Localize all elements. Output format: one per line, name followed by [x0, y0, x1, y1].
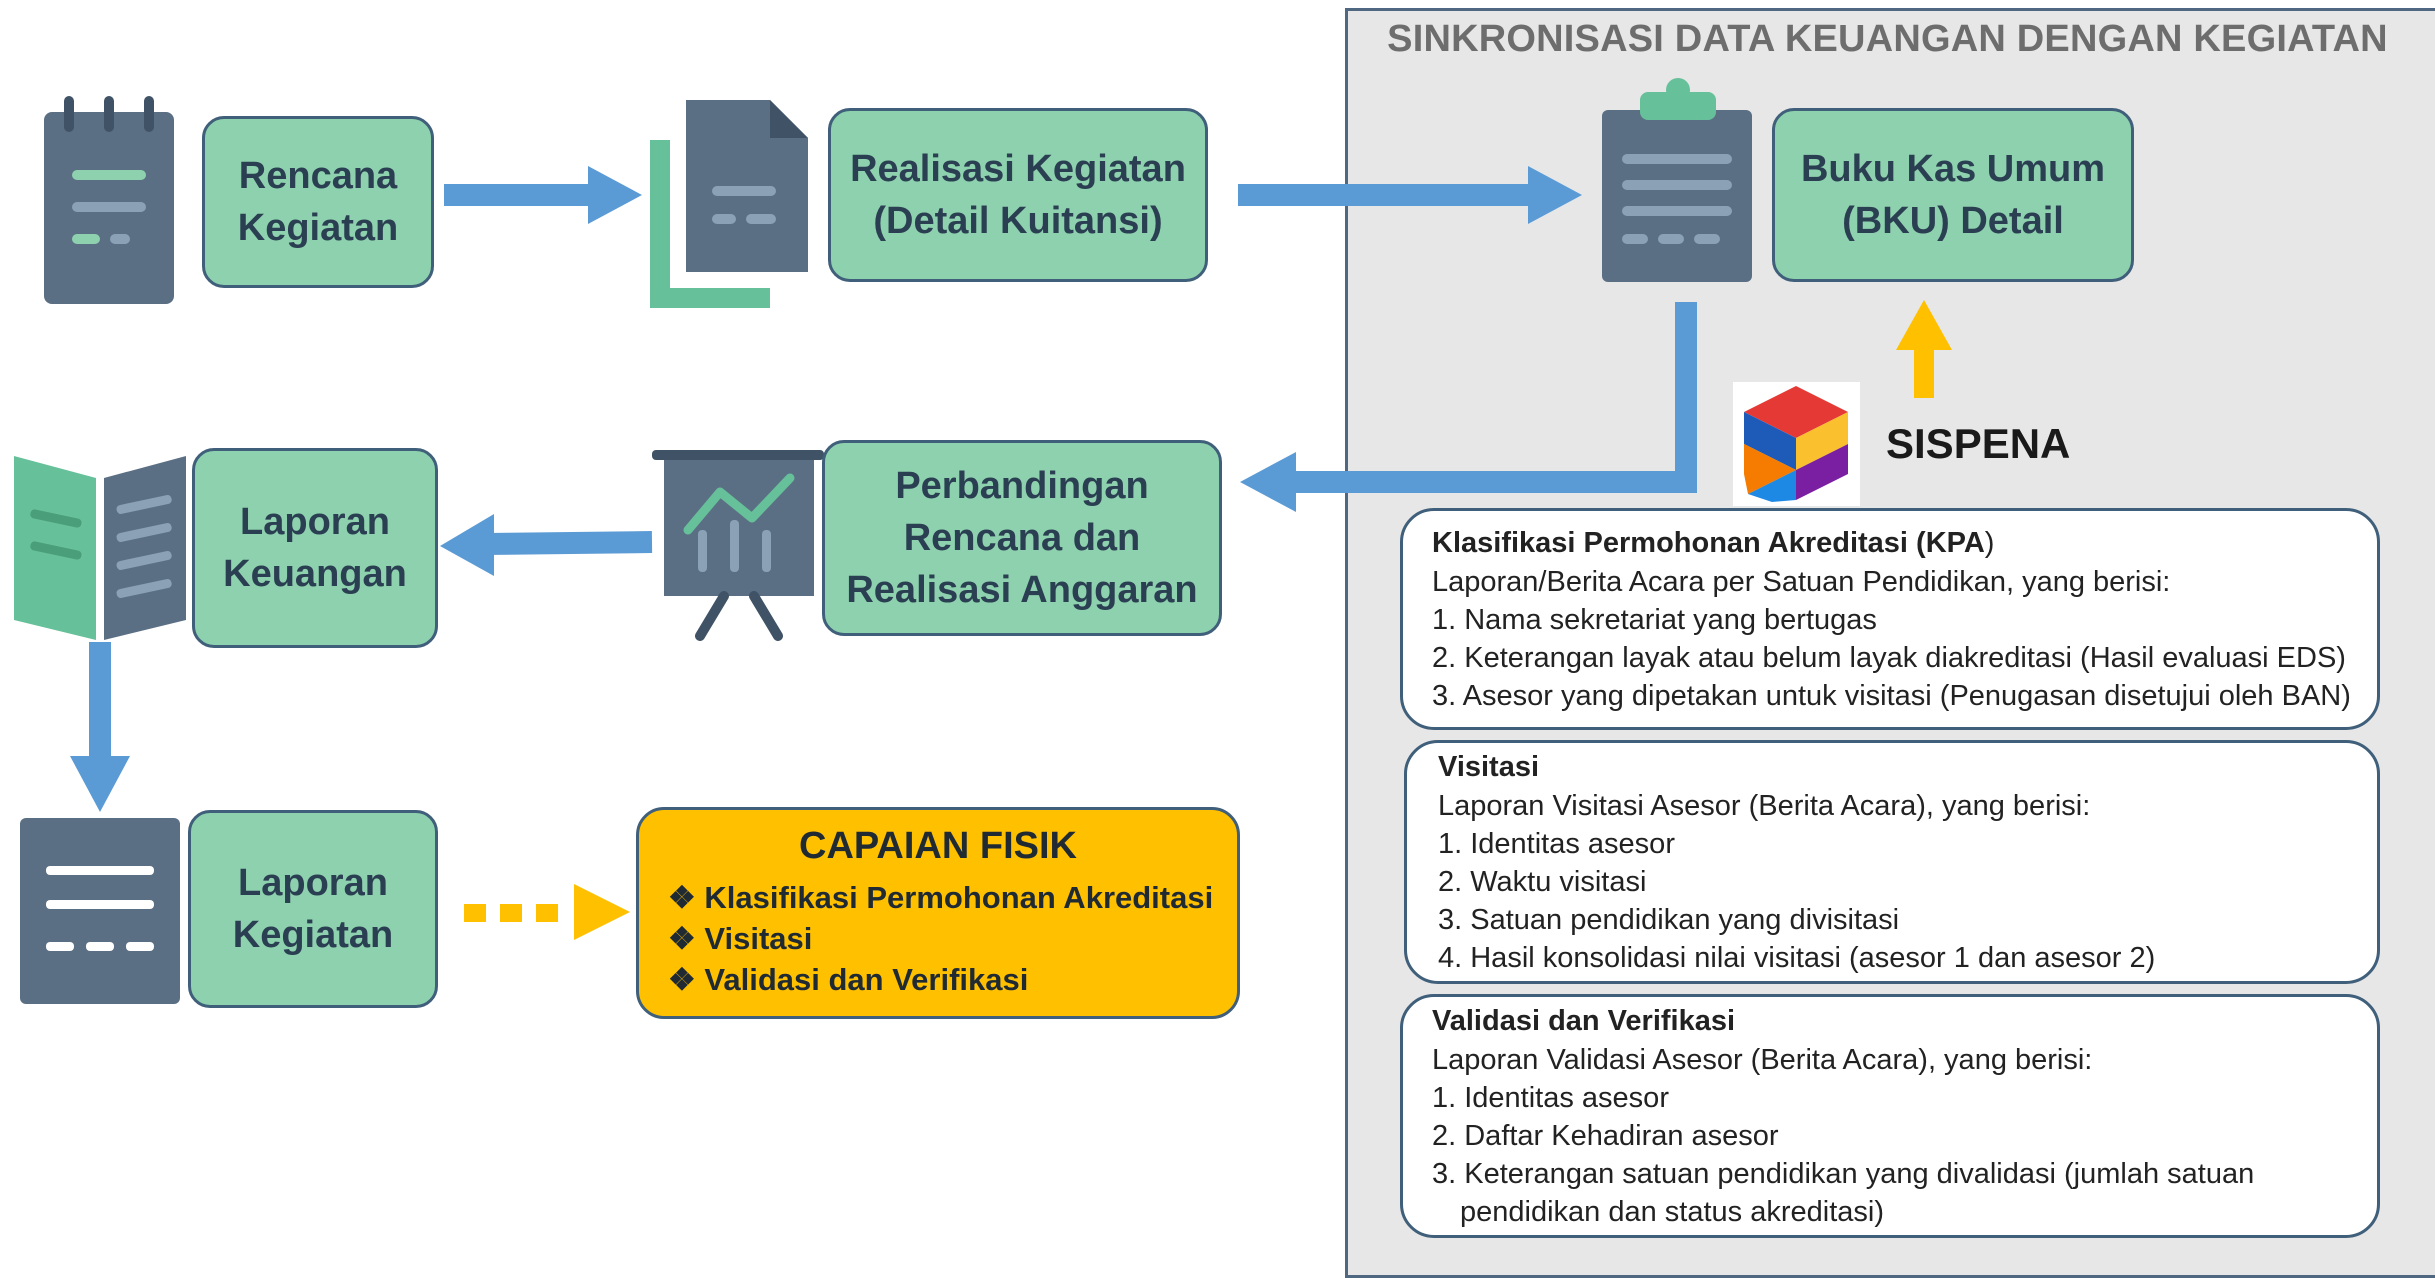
validasi-item: 2. Daftar Kehadiran asesor — [1432, 1120, 1779, 1152]
validasi-title: Validasi dan Verifikasi — [1432, 1005, 1736, 1037]
validasi-info-box — [1400, 994, 2380, 1238]
validasi-item: 1. Identitas asesor — [1432, 1082, 1669, 1114]
visitasi-item: 1. Identitas asesor — [1438, 828, 1675, 860]
kpa-intro: Laporan/Berita Acara per Satuan Pendidik… — [1432, 566, 2171, 598]
box-perbandingan-label: Perbandingan Rencana dan Realisasi Angga… — [846, 465, 1198, 611]
kpa-item: 2. Keterangan layak atau belum layak dia… — [1432, 642, 2346, 674]
visitasi-info-box — [1404, 740, 2380, 984]
visitasi-item: 2. Waktu visitasi — [1438, 866, 1647, 898]
visitasi-item: 4. Hasil konsolidasi nilai visitasi (ase… — [1438, 942, 2156, 974]
arrow-kegiatan-to-capaian — [464, 884, 630, 940]
clipboard-icon — [1602, 78, 1752, 282]
box-laporan-kegiatan: Laporan Kegiatan — [188, 810, 438, 1008]
arrow-sispena-to-bku — [1896, 300, 1952, 398]
capaian-item: ❖ Klasifikasi Permohonan Akreditasi — [668, 880, 1214, 915]
kpa-info-box — [1400, 508, 2380, 730]
box-realisasi-label: Realisasi Kegiatan (Detail Kuitansi) — [850, 148, 1186, 242]
report-document-icon — [20, 818, 180, 1004]
visitasi-title: Visitasi — [1438, 751, 1540, 783]
box-perbandingan: Perbandingan Rencana dan Realisasi Angga… — [822, 440, 1222, 636]
flow-arrows — [70, 166, 1697, 812]
box-rencana-kegiatan: Rencana Kegiatan — [202, 116, 434, 288]
arrow-perbandingan-to-keuangan — [483, 531, 653, 555]
panel-title: SINKRONISASI DATA KEUANGAN DENGAN KEGIAT… — [1387, 18, 2388, 60]
kpa-item: 1. Nama sekretariat yang bertugas — [1432, 604, 1877, 636]
box-bku-detail: Buku Kas Umum (BKU) Detail — [1772, 108, 2134, 282]
presentation-chart-icon — [652, 450, 824, 641]
capaian-item: ❖ Validasi dan Verifikasi — [668, 962, 1029, 997]
sispena-logo-icon — [1744, 386, 1848, 502]
box-bku-label: Buku Kas Umum (BKU) Detail — [1800, 148, 2106, 242]
sispena-label: SISPENA — [1886, 420, 2071, 467]
visitasi-item: 3. Satuan pendidikan yang divisitasi — [1438, 904, 1900, 936]
capaian-item: ❖ Visitasi — [668, 921, 813, 956]
documents-icon — [650, 100, 808, 308]
capaian-title: CAPAIAN FISIK — [799, 825, 1077, 867]
box-rencana-label: Rencana Kegiatan — [237, 155, 399, 249]
box-realisasi-kegiatan: Realisasi Kegiatan (Detail Kuitansi) — [828, 108, 1208, 282]
notepad-icon — [44, 96, 174, 304]
validasi-intro: Laporan Validasi Asesor (Berita Acara), … — [1432, 1044, 2093, 1076]
visitasi-intro: Laporan Visitasi Asesor (Berita Acara), … — [1438, 790, 2091, 822]
capaian-fisik-box — [636, 807, 1240, 1019]
open-book-icon — [14, 456, 186, 640]
validasi-item: 3. Keterangan satuan pendidikan yang div… — [1432, 1158, 2255, 1190]
box-keuangan-label: Laporan Keuangan — [223, 501, 407, 595]
validasi-item: pendidikan dan status akreditasi) — [1460, 1196, 1884, 1228]
arrow-bku-to-perbandingan — [1290, 302, 1697, 493]
kpa-item: 3. Asesor yang dipetakan untuk visitasi … — [1432, 680, 2351, 712]
box-laporan-keuangan: Laporan Keuangan — [192, 448, 438, 648]
box-kegiatan-label: Laporan Kegiatan — [232, 862, 394, 956]
kpa-title: Klasifikasi Permohonan Akreditasi (KPA) — [1432, 527, 1995, 559]
